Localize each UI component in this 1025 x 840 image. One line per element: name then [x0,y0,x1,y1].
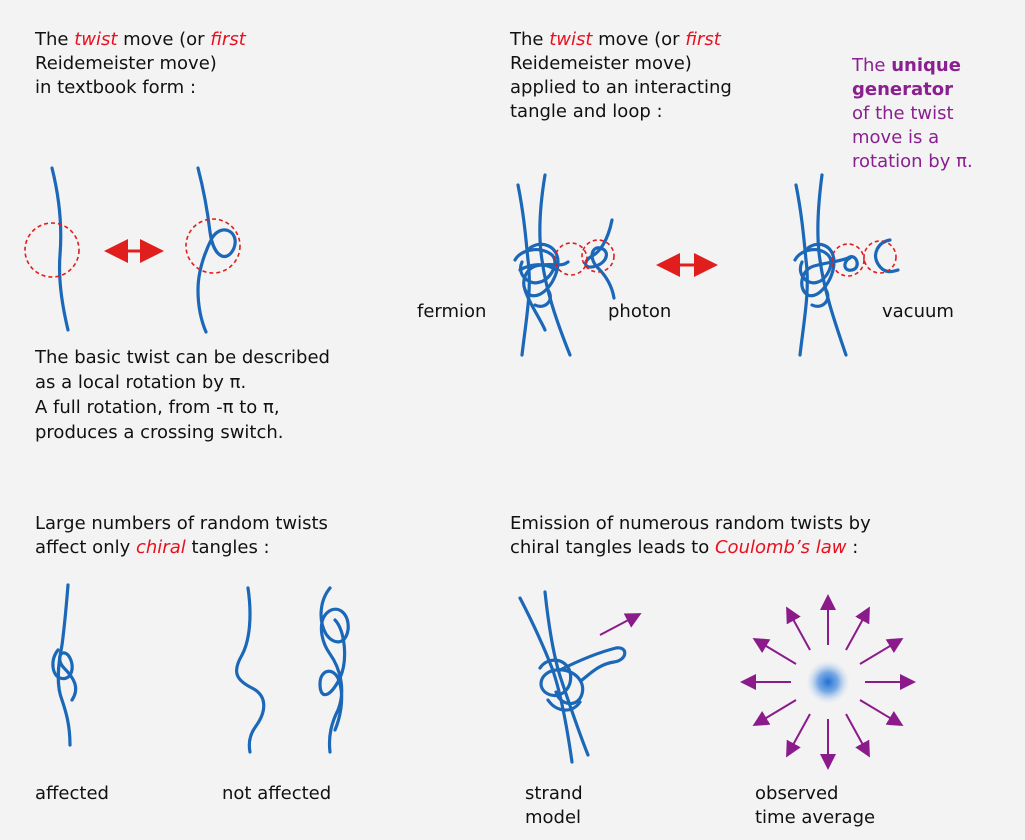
radial-arrow-wnw [756,640,796,664]
radial-arrow-nnw [788,610,810,650]
fermion-tangle [515,175,570,355]
radial-arrow-ese [860,700,900,724]
charge-blob [806,660,850,704]
radial-arrow-ene [860,640,900,664]
radial-arrow-sse [846,714,868,754]
tr-dash-circle-1 [555,243,587,275]
tl-straight-strand [25,168,79,330]
vacuum-tangle [795,175,857,355]
radial-arrow-ssw [788,714,810,754]
radial-arrow-nne [846,610,868,650]
vacuum-arc [876,240,898,272]
emission-arrow [600,615,638,635]
radial-arrow-wsw [756,700,796,724]
tl-loop-strand [186,168,240,332]
affected-tangle [53,585,76,745]
strand-model-tangle [520,592,625,762]
not-affected-strand [237,588,264,752]
not-affected-knot [320,588,348,752]
photon-loop [586,220,614,298]
